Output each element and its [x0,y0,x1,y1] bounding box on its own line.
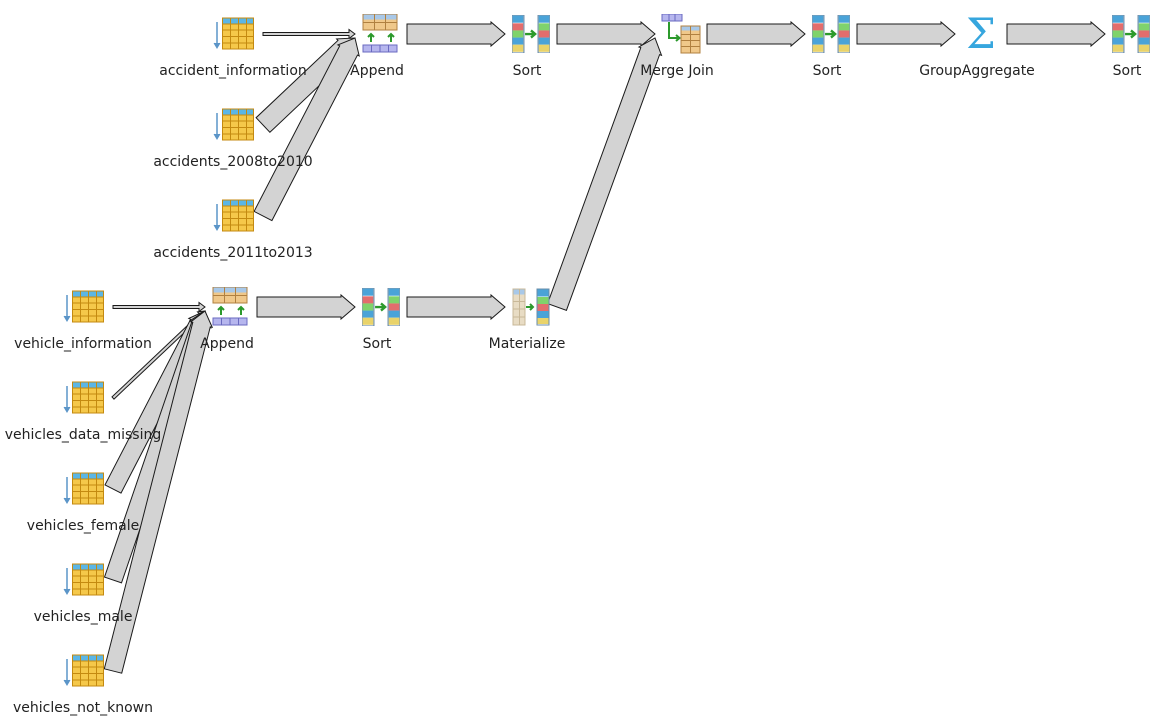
sort-icon [812,15,850,53]
node-accident_information[interactable]: accident_information [159,17,307,80]
edge-vehicles_not_known-to-append2 [103,310,214,674]
node-vehicles_data_missing[interactable]: vehicles_data_missing [5,381,161,444]
node-label: Sort [813,63,842,79]
table-icon [72,654,104,687]
node-group_aggregate[interactable]: GroupAggregate [919,9,1035,79]
node-accidents_2008to2010[interactable]: accidents_2008to2010 [153,108,313,171]
scan-arrow-icon [213,204,221,231]
node-append1[interactable]: Append [350,14,404,79]
node-vehicles_female[interactable]: vehicles_female [27,472,139,535]
node-vehicles_not_known[interactable]: vehicles_not_known [13,654,153,717]
table-icon [222,17,254,50]
table-icon [72,472,104,505]
scan-arrow-icon [213,22,221,49]
sort-icon [512,15,550,53]
node-append2[interactable]: Append [200,287,254,352]
merge-icon [661,14,701,54]
edge-group_aggregate-to-sort3 [1006,20,1106,48]
scan-arrow-icon [63,295,71,322]
node-label: Sort [363,336,392,352]
edge-merge_join-to-sort2 [706,20,806,48]
node-label: Sort [1113,63,1142,79]
node-sort1[interactable]: Sort [512,15,550,79]
node-label: Append [350,63,404,79]
append-icon [362,14,398,53]
scan-arrow-icon [213,113,221,140]
table-icon [222,108,254,141]
materialize-icon [512,288,550,326]
edge-sort2-to-group_aggregate [856,20,956,48]
node-label: GroupAggregate [919,63,1035,79]
table-icon [72,290,104,323]
aggregate-icon [966,14,996,54]
table-icon [72,381,104,414]
edge-vehicle_information-to-append2 [112,301,206,313]
node-label: vehicles_not_known [13,700,153,716]
append-icon [212,287,248,326]
node-vehicle_information[interactable]: vehicle_information [14,290,152,353]
scan-arrow-icon [63,386,71,413]
table-icon [72,563,104,596]
edge-sort4-to-materialize [406,293,506,321]
node-label: vehicles_data_missing [5,427,161,443]
edge-accident_information-to-append1 [262,28,356,40]
scan-arrow-icon [63,477,71,504]
node-label: Sort [513,63,542,79]
node-accidents_2011to2013[interactable]: accidents_2011to2013 [153,199,313,262]
edge-accidents_2011to2013-to-append1 [253,37,360,222]
node-label: accident_information [159,63,307,79]
node-sort3[interactable]: Sort [1112,15,1150,79]
sort-icon [1112,15,1150,53]
edge-sort1-to-merge_join [556,20,656,48]
node-merge_join[interactable]: Merge Join [640,14,714,79]
scan-arrow-icon [63,659,71,686]
sort-icon [362,288,400,326]
node-label: vehicles_female [27,518,139,534]
node-vehicles_male[interactable]: vehicles_male [34,563,133,626]
node-label: Append [200,336,254,352]
node-sort2[interactable]: Sort [812,15,850,79]
edge-append2-to-sort4 [256,293,356,321]
edge-append1-to-sort1 [406,20,506,48]
node-label: Merge Join [640,63,714,79]
node-label: vehicle_information [14,336,152,352]
node-sort4[interactable]: Sort [362,288,400,352]
node-label: Materialize [489,336,566,352]
node-label: accidents_2011to2013 [153,245,312,261]
node-materialize[interactable]: Materialize [489,288,566,352]
node-label: accidents_2008to2010 [153,154,312,170]
node-label: vehicles_male [34,609,133,625]
table-icon [222,199,254,232]
scan-arrow-icon [63,568,71,595]
edge-materialize-to-merge_join [546,37,663,312]
